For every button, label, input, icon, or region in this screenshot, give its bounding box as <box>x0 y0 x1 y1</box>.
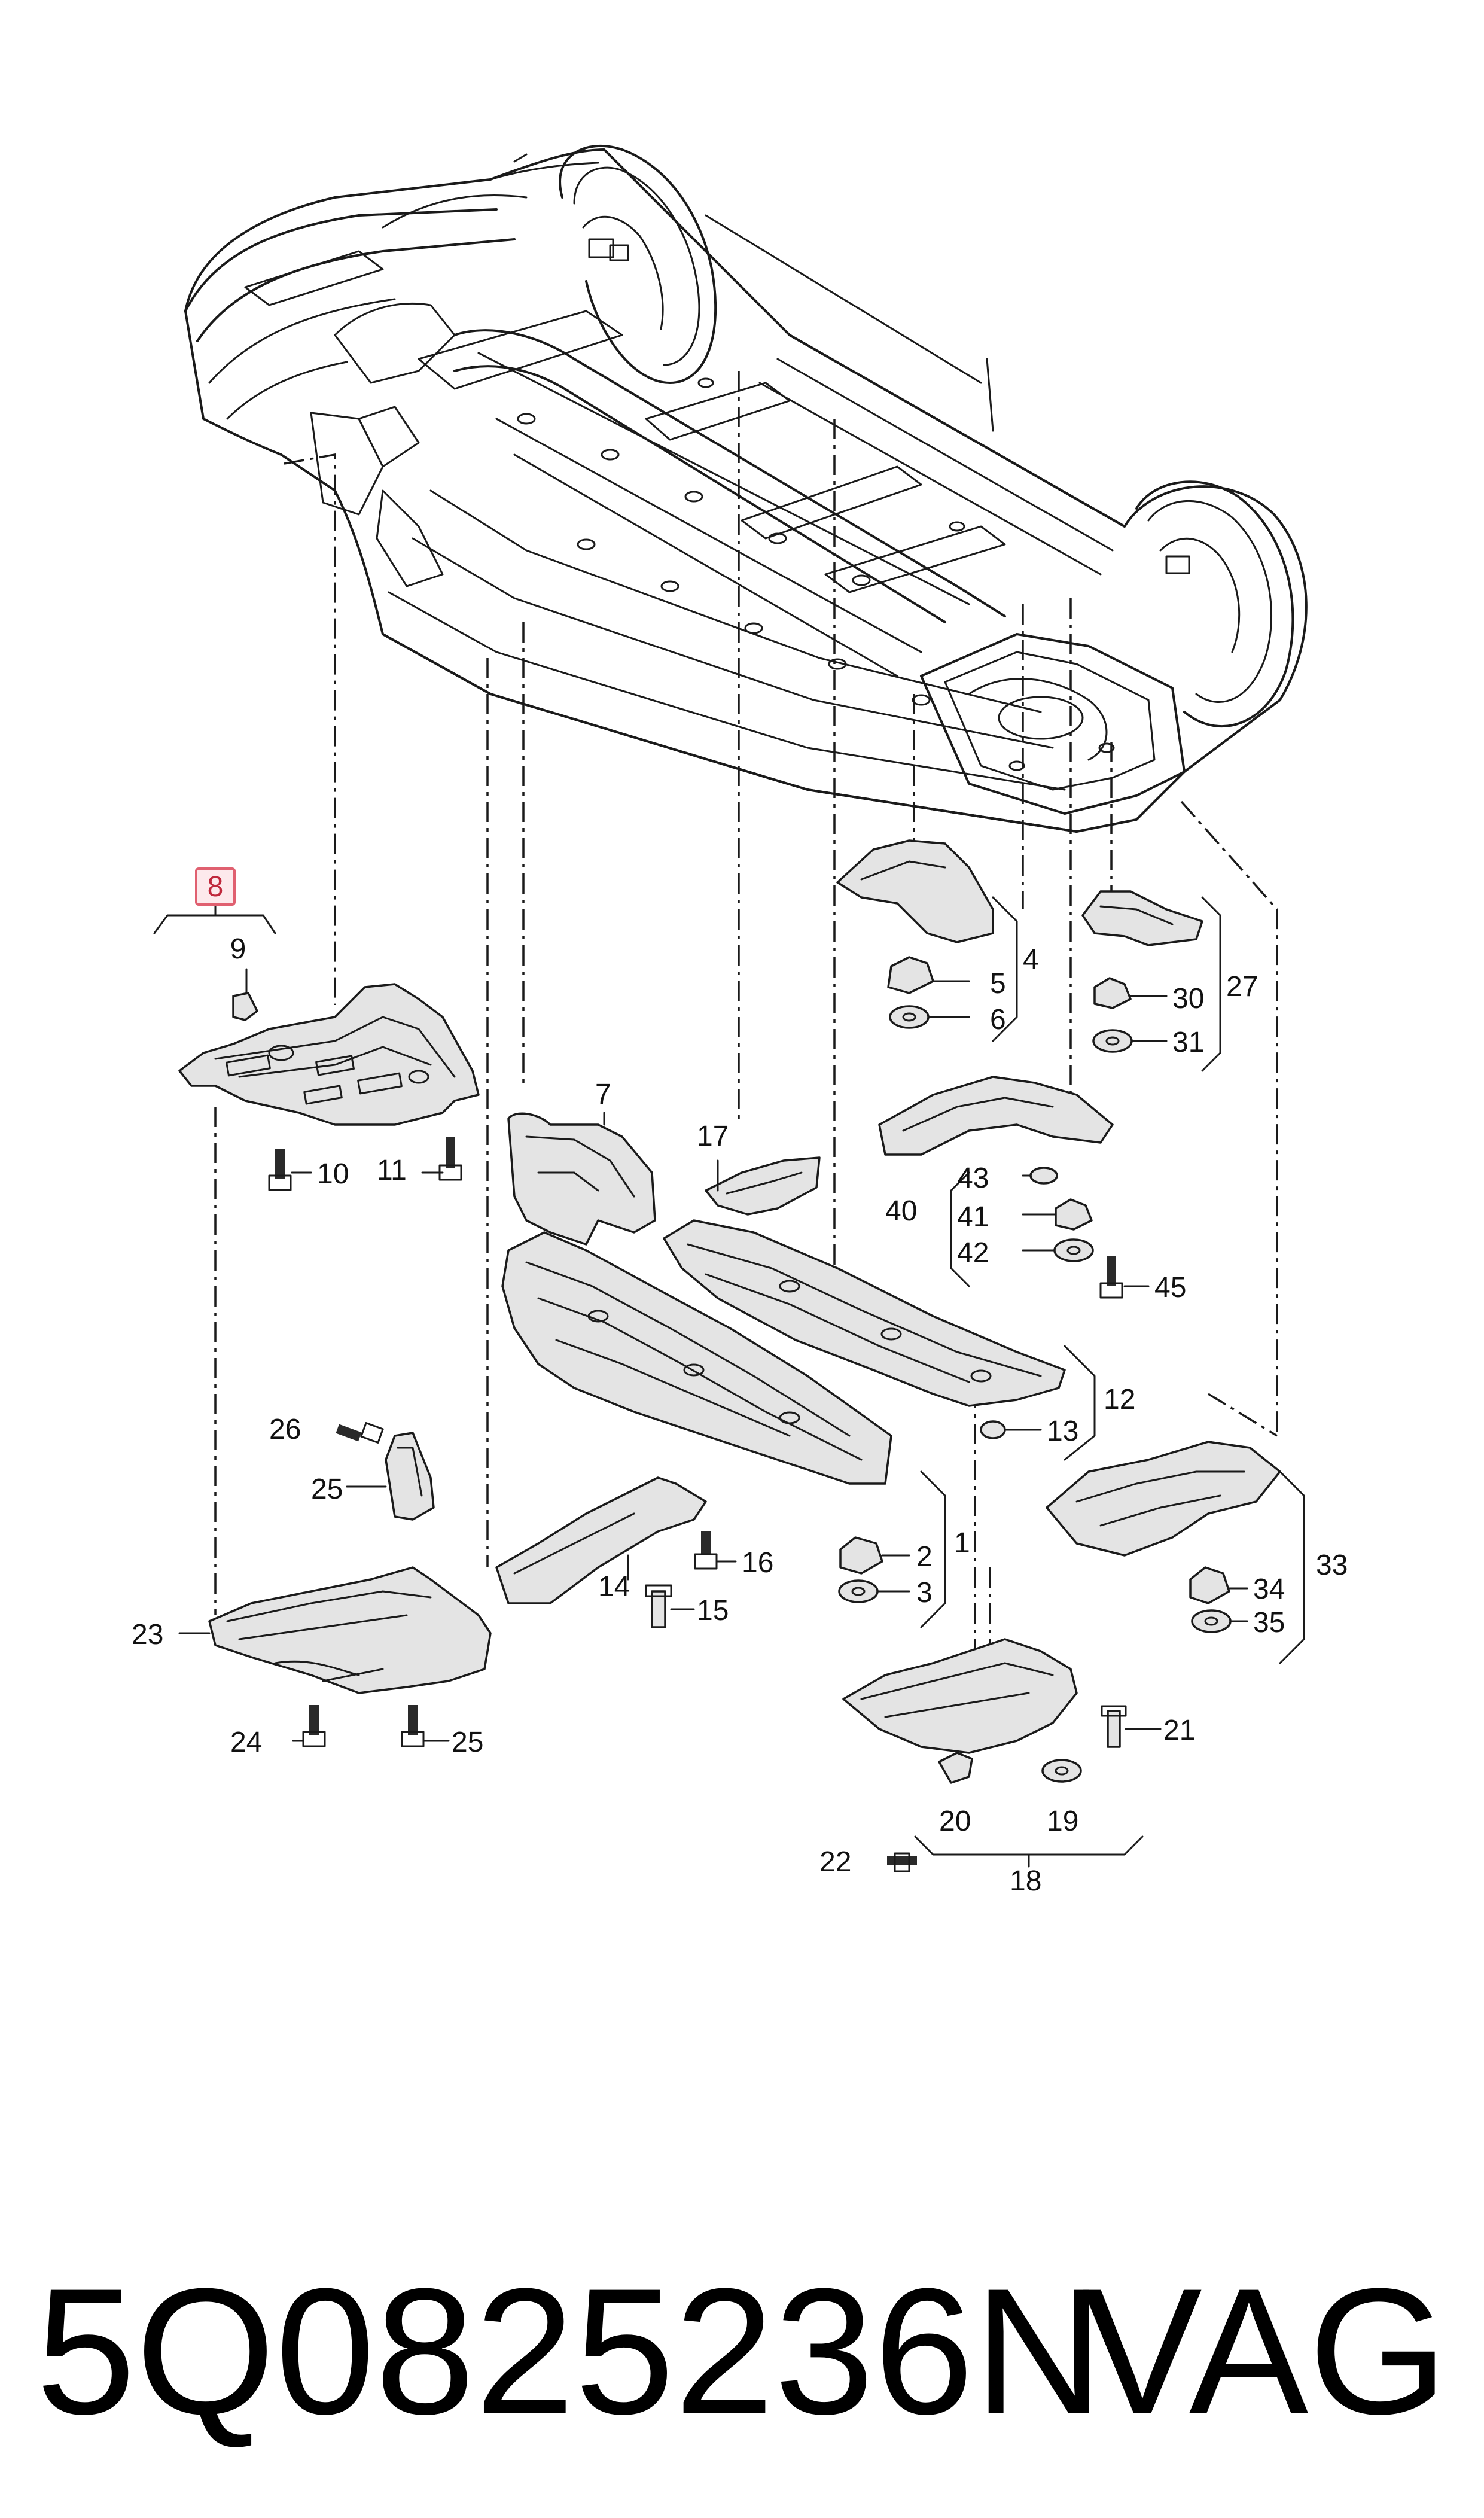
callout-41: 41 <box>957 1201 989 1233</box>
part-14-bracket <box>495 1476 718 1628</box>
part-40-bracket <box>878 1076 1123 1299</box>
callout-19: 19 <box>1047 1805 1078 1837</box>
part-1-side-panel <box>501 1231 892 1485</box>
callout-24: 24 <box>230 1727 262 1758</box>
callout-22: 22 <box>819 1846 851 1878</box>
callout-9: 9 <box>230 933 246 965</box>
nut-2-icon <box>839 1536 883 1575</box>
part-17-bracket <box>705 1156 821 1216</box>
part-12-center-panel <box>663 1219 1066 1439</box>
part-33-underbody-panel <box>1046 1441 1281 1633</box>
callout-8: 8 <box>208 871 224 903</box>
brand-label: VAG <box>1082 2251 1448 2452</box>
nut-13-icon <box>980 1420 1006 1439</box>
callout-42: 42 <box>957 1237 989 1269</box>
part-number-label: 5Q0825236N <box>36 2251 1104 2452</box>
callout-1: 1 <box>954 1527 970 1559</box>
callout-26: 25 <box>311 1473 343 1505</box>
clip-21-icon <box>1101 1705 1127 1748</box>
screw-25-icon <box>401 1705 425 1747</box>
part-8-underbody-guard <box>178 983 480 1191</box>
callout-34: 34 <box>1253 1573 1285 1605</box>
screw-16-icon <box>694 1531 718 1570</box>
callout-4: 4 <box>1023 944 1039 976</box>
nut-5-icon <box>887 956 934 994</box>
callout-18: 18 <box>1010 1865 1041 1897</box>
callout-3: 3 <box>916 1577 933 1609</box>
callout-6: 6 <box>990 1004 1006 1036</box>
nut-31-icon <box>1093 977 1132 1009</box>
screw-27-icon <box>336 1422 384 1444</box>
callout-10: 10 <box>317 1158 349 1190</box>
callout-13: 13 <box>1047 1415 1078 1447</box>
washer-35-icon <box>1191 1609 1232 1633</box>
leader-lines <box>153 896 1305 1868</box>
callout-30: 27 <box>1226 971 1258 1003</box>
callout-27: 26 <box>269 1414 301 1445</box>
callout-8-highlight <box>195 867 236 906</box>
callout-40: 40 <box>885 1195 917 1227</box>
part-30-bracket <box>1081 890 1203 1053</box>
clip-15-icon <box>645 1584 672 1628</box>
callout-17: 17 <box>697 1121 729 1152</box>
callout-33: 33 <box>1316 1549 1348 1581</box>
callout-32: 31 <box>1172 1027 1204 1058</box>
nut-34-icon <box>1189 1566 1230 1604</box>
callout-45: 45 <box>1154 1272 1186 1304</box>
part-26-bracket <box>385 1432 435 1521</box>
screw-22-icon <box>887 1852 917 1872</box>
callout-21: 21 <box>1163 1715 1195 1746</box>
callout-31: 30 <box>1172 983 1204 1015</box>
screw-10-icon <box>268 1149 292 1191</box>
callout-43: 43 <box>957 1162 989 1194</box>
callout-11: 11 <box>377 1155 407 1186</box>
callout-14: 14 <box>598 1571 630 1603</box>
bolt-45-icon <box>1099 1256 1123 1299</box>
callout-16: 16 <box>742 1547 773 1579</box>
callout-15: 15 <box>697 1595 729 1627</box>
washer-32-icon <box>1092 1029 1133 1053</box>
washer-19-icon <box>1041 1759 1082 1783</box>
callout-23: 23 <box>132 1619 163 1651</box>
callout-labels: 8 9 10 11 5 6 4 30 31 27 7 17 43 41 42 4… <box>132 867 1348 1897</box>
callout-5: 5 <box>990 968 1006 1000</box>
part-7-heat-shield <box>507 1112 656 1246</box>
part-4-bracket <box>836 839 994 1029</box>
nut-41-icon <box>1055 1198 1093 1231</box>
callout-35: 35 <box>1253 1607 1285 1639</box>
callout-12: 12 <box>1104 1384 1135 1415</box>
callout-2: 2 <box>916 1541 933 1573</box>
clip-20-icon <box>938 1752 973 1784</box>
washer-3-icon <box>838 1579 879 1603</box>
washer-43-icon <box>1029 1167 1058 1185</box>
washer-6-icon <box>889 1005 930 1029</box>
washer-42-icon <box>1053 1238 1094 1262</box>
callout-7: 7 <box>595 1079 611 1110</box>
part-23-underbody-guard <box>208 1566 492 1747</box>
callout-25: 25 <box>452 1727 483 1758</box>
screw-24-icon <box>302 1705 326 1747</box>
assembly-lines <box>214 371 1278 1669</box>
part-18-underbody-guard <box>842 1638 1127 1872</box>
vehicle-underbody <box>184 144 1308 833</box>
callout-20: 20 <box>939 1805 971 1837</box>
